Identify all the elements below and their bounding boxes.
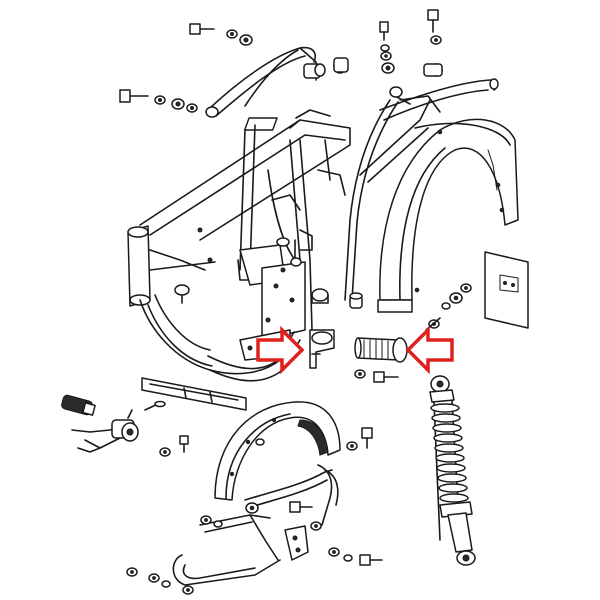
stay-clamp [303, 57, 349, 79]
left-upper-stay [205, 46, 317, 118]
chain-guard-rail [141, 377, 247, 411]
shock-spring [430, 403, 469, 503]
front-mudguard [214, 401, 341, 501]
swing-arm-pivot-bracket [309, 329, 335, 369]
highlight-arrow-left [405, 325, 454, 375]
highlight-arrow-right [256, 325, 305, 375]
top-nut-1 [239, 34, 253, 46]
front-fasteners [126, 427, 383, 595]
small-bolt-left [179, 435, 189, 453]
mudguard-bracket [284, 525, 309, 561]
top-bolt [189, 23, 215, 35]
stay-bushing [349, 292, 363, 309]
number-plate-bracket [484, 251, 529, 329]
swing-arm-pivot-spindle [354, 337, 408, 363]
rear-shock-absorber [429, 375, 476, 566]
top-washer-1 [226, 29, 238, 39]
front-stand [172, 514, 281, 586]
small-nut-left [159, 447, 171, 457]
rear-mudguard-stays [344, 95, 441, 307]
footrest-rubber [61, 394, 96, 416]
rear-mudguard [377, 118, 519, 313]
right-upper-stay [379, 78, 499, 121]
spring-clip [144, 400, 166, 411]
right-bolt-stack [379, 21, 395, 74]
brake-pedal-linkage [71, 409, 139, 453]
right-fasteners [354, 283, 472, 383]
right-top-bolt [423, 9, 443, 77]
left-bolt-row [119, 89, 198, 113]
